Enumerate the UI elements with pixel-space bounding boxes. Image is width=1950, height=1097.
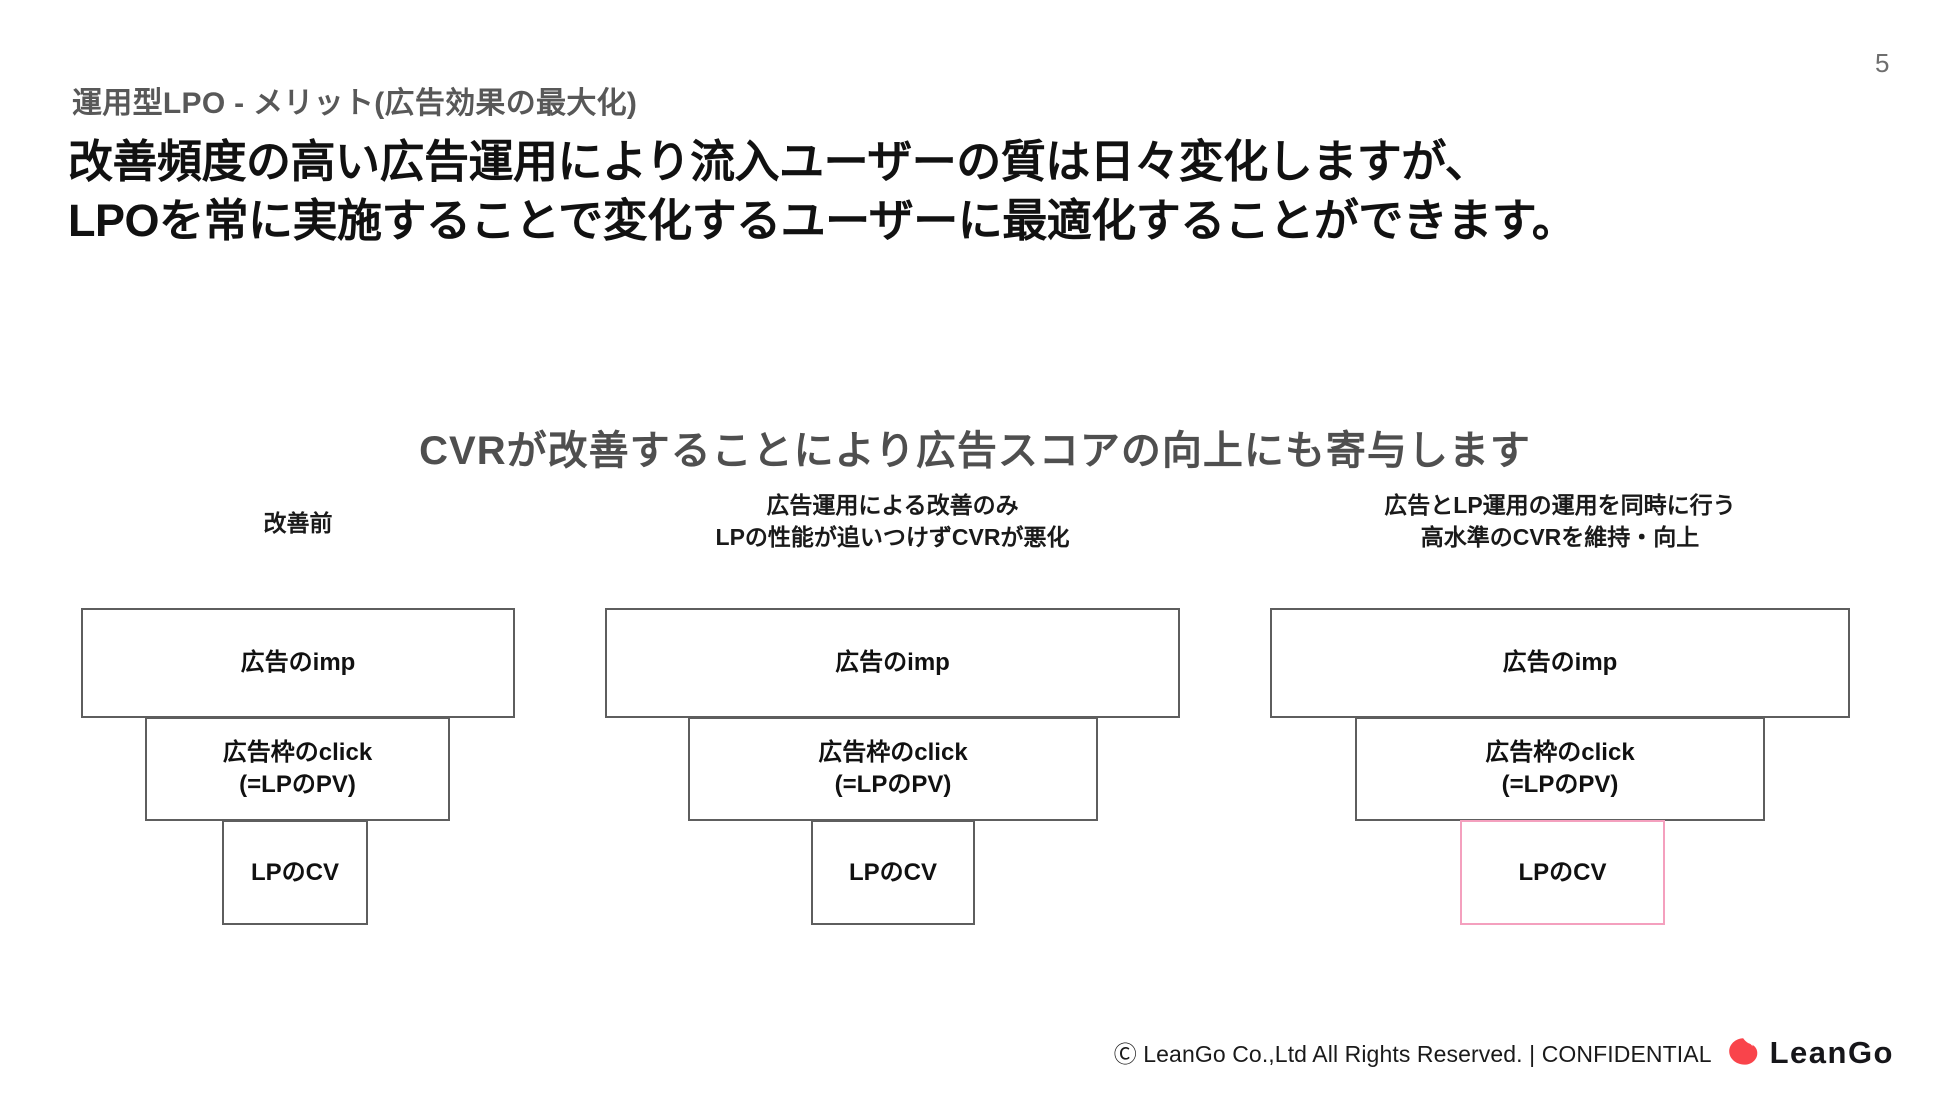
funnel-2-stage-cv: LPのCV xyxy=(811,820,975,925)
funnel-1-stage-imp-label: 広告のimp xyxy=(240,649,356,677)
funnel-3-stage-imp: 広告のimp xyxy=(1270,608,1850,718)
funnel-column-2: 広告運用による改善のみ LPの性能が追いつけずCVRが悪化 広告のimp 広告枠… xyxy=(605,492,1180,998)
headline-line-1: 改善頻度の高い広告運用により流入ユーザーの質は日々変化しますが、 xyxy=(68,136,1490,187)
funnel-caption-1: 改善前 xyxy=(81,508,515,540)
funnel-3-stage-imp-label: 広告のimp xyxy=(1502,649,1618,677)
funnel-caption-3-line-2: 高水準のCVRを維持・向上 xyxy=(1420,523,1700,550)
funnel-1-stage-cv: LPのCV xyxy=(222,820,368,925)
funnel-1-stage-cv-label: LPのCV xyxy=(250,858,339,886)
funnel-2-stage-imp-label: 広告のimp xyxy=(835,649,950,677)
funnel-1-stage-click-label: 広告枠のclick xyxy=(222,739,373,767)
funnel-3-stage-cv-highlighted: LPのCV xyxy=(1460,820,1665,925)
headline-line-2: LPOを常に実施することで変化するユーザーに最適化することができます。 xyxy=(68,195,1577,247)
funnel-caption-1-line-1: 改善前 xyxy=(263,510,333,536)
funnel-2-stage-click-label: 広告枠のclick xyxy=(818,739,968,767)
funnel-1-stage-click-sublabel: (=LPのPV) xyxy=(239,771,356,798)
funnel-2-stage-click-sublabel: (=LPのPV) xyxy=(834,771,952,798)
funnel-3-stage-cv-label: LPのCV xyxy=(1518,858,1607,886)
funnel-column-1: 改善前 広告のimp 広告枠のclick (=LPのPV) LPのCV xyxy=(81,508,515,998)
leango-wordmark: LeanGo xyxy=(1769,1034,1894,1070)
funnel-1-stage-imp: 広告のimp xyxy=(81,608,515,718)
funnel-1-stage-click: 広告枠のclick (=LPのPV) xyxy=(145,717,450,821)
funnel-caption-2-line-1: 広告運用による改善のみ xyxy=(766,492,1019,518)
slide-eyebrow-title: 運用型LPO - メリット(広告効果の最大化) xyxy=(72,87,638,120)
section-title: CVRが改善することにより広告スコアの向上にも寄与します xyxy=(419,429,1531,473)
page-number: 5 xyxy=(1875,48,1890,78)
copyright-text: Ⓒ LeanGo Co.,Ltd All Rights Reserved. | … xyxy=(1113,1041,1712,1067)
funnel-caption-2: 広告運用による改善のみ LPの性能が追いつけずCVRが悪化 xyxy=(605,490,1180,553)
funnel-3-stage-click: 広告枠のclick (=LPのPV) xyxy=(1355,717,1765,821)
funnel-caption-2-line-2: LPの性能が追いつけずCVRが悪化 xyxy=(715,523,1070,550)
leango-logo: LeanGo xyxy=(1726,1035,1894,1069)
funnel-2-stage-click: 広告枠のclick (=LPのPV) xyxy=(688,717,1098,821)
funnel-caption-3: 広告とLP運用の運用を同時に行う 高水準のCVRを維持・向上 xyxy=(1270,490,1850,553)
funnel-caption-3-line-1: 広告とLP運用の運用を同時に行う xyxy=(1384,492,1736,518)
leango-bird-mark-icon xyxy=(1726,1035,1760,1069)
slide-headline: 改善頻度の高い広告運用により流入ユーザーの質は日々変化しますが、 LPOを常に実… xyxy=(68,132,1577,251)
funnel-2-stage-cv-label: LPのCV xyxy=(848,858,937,886)
funnel-3-stage-click-label: 広告枠のclick xyxy=(1485,739,1635,767)
funnel-column-3: 広告とLP運用の運用を同時に行う 高水準のCVRを維持・向上 広告のimp 広告… xyxy=(1270,492,1850,998)
funnel-2-stage-imp: 広告のimp xyxy=(605,608,1180,718)
slide-footer: Ⓒ LeanGo Co.,Ltd All Rights Reserved. | … xyxy=(1114,1035,1894,1069)
funnel-3-stage-click-sublabel: (=LPのPV) xyxy=(1501,771,1619,798)
